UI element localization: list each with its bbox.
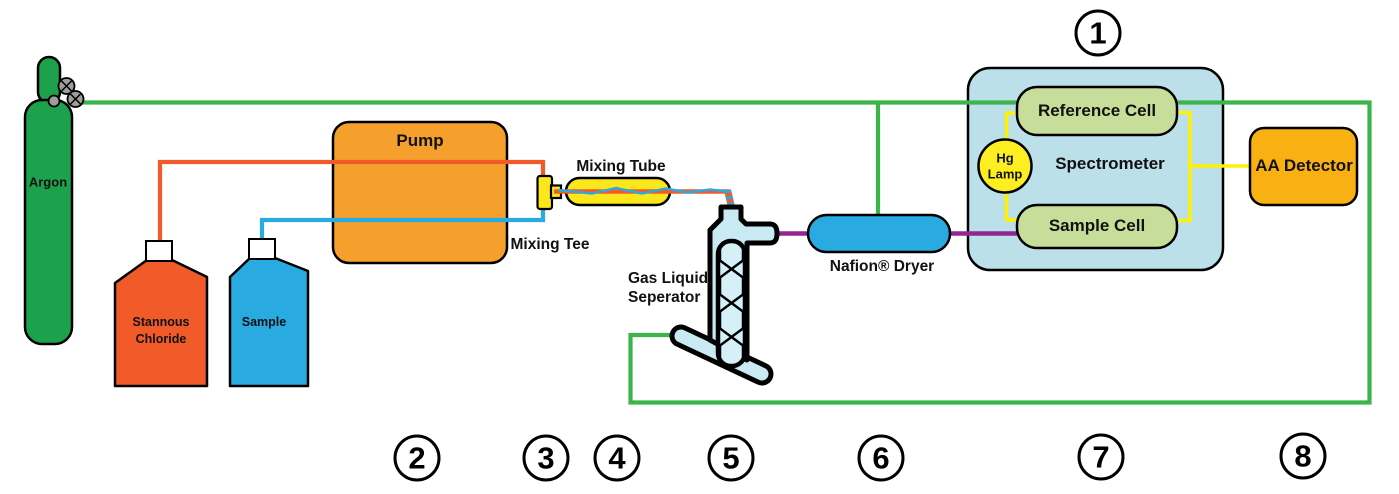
mixing-tee-label: Mixing Tee <box>510 236 590 254</box>
sample-cell-body <box>1015 203 1179 250</box>
reference-cell-body <box>1015 85 1179 137</box>
nafion-dryer-label: Nafion® Dryer <box>829 258 935 276</box>
stannous-chloride-bottle-cap <box>145 240 173 262</box>
cylinder-valve-fitting <box>47 94 61 108</box>
pump-label: Pump <box>396 131 444 151</box>
gas-liquid-separator-label: Gas Liquid Seperator <box>628 270 709 306</box>
aa-detector-label: AA Detector <box>1255 156 1353 176</box>
mixing-tube-label: Mixing Tube <box>576 158 666 176</box>
sample-cell-label: Sample Cell <box>1048 216 1146 236</box>
reference-cell-label: Reference Cell <box>1037 101 1157 121</box>
station-marker-6: 6 <box>857 434 905 482</box>
spectrometer-label: Spectrometer <box>1055 154 1165 174</box>
stannous-chloride-label: Stannous Chloride <box>132 315 190 346</box>
sample-bottle-label: Sample <box>241 314 287 329</box>
nafion-dryer-body <box>806 213 952 254</box>
sample-bottle-cap <box>248 238 276 260</box>
argon-cylinder-body <box>23 98 74 346</box>
station-marker-4: 4 <box>593 434 641 482</box>
aa-detector-body <box>1248 126 1359 207</box>
station-marker-2: 2 <box>393 434 441 482</box>
station-marker-5: 5 <box>707 434 755 482</box>
hg-lamp-label: Hg Lamp <box>987 150 1023 181</box>
separator-packing-hexagons <box>720 243 743 364</box>
station-marker-3: 3 <box>522 434 570 482</box>
station-marker-8: 8 <box>1279 432 1327 480</box>
stannous-chloride-line <box>157 159 546 245</box>
argon-return-loop-line <box>628 100 1372 405</box>
pump-body <box>331 120 509 265</box>
hg-lamp-body <box>977 138 1033 194</box>
station-marker-7: 7 <box>1077 433 1125 481</box>
regulator-gauge-cross <box>60 80 73 92</box>
mixed-flow-wave <box>557 186 728 195</box>
sample-line <box>259 205 546 242</box>
station-marker-1: 1 <box>1074 9 1122 57</box>
gas-liquid-separator <box>669 204 780 386</box>
regulator-valve-cross <box>69 93 82 105</box>
mixing-tee-body <box>536 174 554 211</box>
argon-cylinder-label: Argon <box>28 174 68 190</box>
